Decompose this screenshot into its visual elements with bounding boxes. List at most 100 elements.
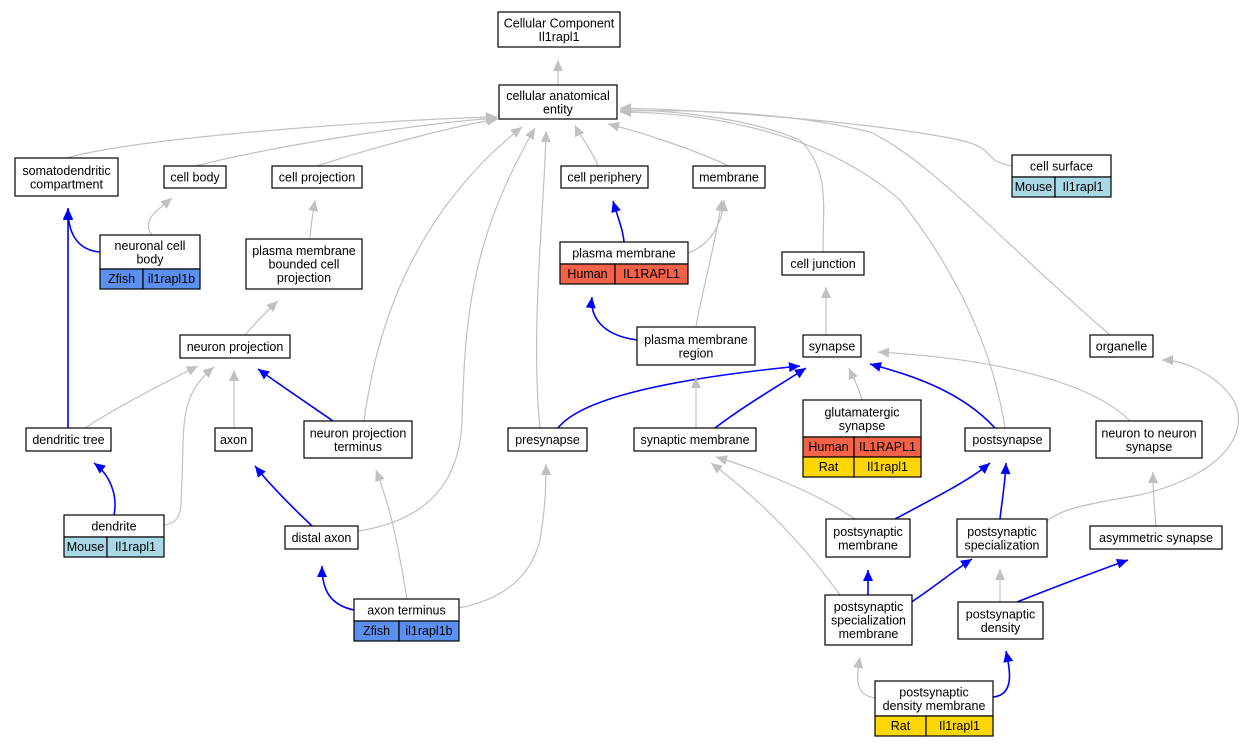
arrowhead-icon bbox=[255, 466, 266, 478]
node-cell-body[interactable]: cell body bbox=[163, 165, 227, 189]
arrowhead-icon bbox=[821, 287, 831, 298]
arrowhead-icon bbox=[960, 559, 972, 570]
edge-neuron-projection-to-plasma-membrane-bounded-cell-projection bbox=[244, 300, 279, 336]
node-label: membrane bbox=[699, 171, 759, 185]
node-label: specialization bbox=[964, 538, 1039, 552]
node-box bbox=[214, 427, 253, 452]
arrowhead-icon bbox=[878, 347, 890, 358]
edge-line bbox=[590, 296, 638, 341]
node-axon[interactable]: axon bbox=[214, 427, 253, 452]
edge-axon-terminus-to-distal-axon bbox=[317, 565, 355, 611]
edge-synapse-to-cell-junction bbox=[821, 287, 831, 335]
node-asymmetric-synapse[interactable]: asymmetric synapse bbox=[1089, 525, 1223, 550]
node-label: cell periphery bbox=[567, 171, 642, 185]
node-label: glutamatergic bbox=[824, 405, 899, 419]
edge-line bbox=[714, 367, 807, 429]
node-box bbox=[636, 326, 756, 366]
edge-membrane-to-cellular-anatomical-entity bbox=[607, 121, 730, 167]
node-synaptic-membrane[interactable]: synaptic membrane bbox=[633, 427, 757, 452]
arrowhead-icon bbox=[1115, 558, 1128, 569]
node-postsynapse[interactable]: postsynapse bbox=[964, 427, 1051, 452]
arrowhead-icon bbox=[1003, 651, 1014, 663]
node-label: specialization bbox=[831, 614, 906, 628]
arrowhead-icon bbox=[510, 127, 522, 138]
node-label: region bbox=[679, 346, 714, 360]
node-label: postsynaptic bbox=[967, 525, 1036, 539]
gene-cell bbox=[106, 536, 165, 558]
gene-cell bbox=[925, 715, 994, 737]
arrowhead-icon bbox=[525, 128, 535, 141]
species-label: Mouse bbox=[1015, 180, 1053, 194]
gene-label: il1rapl1b bbox=[405, 624, 452, 638]
edge-line bbox=[375, 469, 408, 600]
node-presynapse[interactable]: presynapse bbox=[507, 427, 588, 452]
node-cell-periphery[interactable]: cell periphery bbox=[560, 165, 649, 189]
edge-asymmetric-synapse-to-neuron-to-neuron-synapse bbox=[1148, 471, 1158, 527]
node-membrane[interactable]: membrane bbox=[692, 165, 766, 189]
gene-cell bbox=[142, 268, 201, 290]
node-organelle[interactable]: organelle bbox=[1089, 334, 1154, 358]
arrowhead-icon bbox=[978, 463, 990, 474]
species-label: Rat bbox=[891, 719, 911, 733]
node-box bbox=[497, 11, 621, 48]
arrowhead-icon bbox=[541, 464, 551, 475]
node-label: neuron projection bbox=[310, 426, 407, 440]
edge-line bbox=[607, 123, 730, 167]
node-box bbox=[802, 334, 862, 358]
edge-axon-terminus-to-neuron-projection-terminus bbox=[375, 469, 408, 600]
node-label: neuron projection bbox=[187, 340, 284, 354]
node-label: synaptic membrane bbox=[640, 433, 749, 447]
node-label: asymmetric synapse bbox=[1099, 531, 1213, 545]
edge-presynapse-to-cellular-anatomical-entity bbox=[536, 130, 551, 429]
node-distal-axon[interactable]: distal axon bbox=[284, 525, 359, 550]
edge-line bbox=[619, 107, 1013, 167]
edge-cell-body-to-cellular-anatomical-entity bbox=[194, 113, 498, 167]
node-box bbox=[824, 594, 913, 646]
gene-cell bbox=[614, 263, 689, 285]
node-box bbox=[498, 84, 618, 120]
node-label: cellular anatomical bbox=[506, 89, 610, 103]
edge-plasma-membrane-to-cell-periphery bbox=[611, 200, 625, 243]
species-label: Mouse bbox=[67, 540, 105, 554]
edge-organelle-to-cellular-anatomical-entity bbox=[619, 105, 1111, 336]
node-cell-junction[interactable]: cell junction bbox=[781, 251, 865, 276]
edge-line bbox=[194, 117, 498, 167]
edge-postsynaptic-specialization-membrane-to-synaptic-membrane bbox=[710, 462, 841, 596]
edge-line bbox=[1016, 559, 1129, 603]
node-box bbox=[245, 238, 363, 290]
edge-neuronal-cell-body-to-cell-body bbox=[147, 197, 173, 236]
edge-line bbox=[619, 110, 1111, 336]
node-label: synapse bbox=[839, 419, 886, 433]
arrowhead-icon bbox=[202, 367, 214, 378]
edge-line bbox=[869, 363, 996, 429]
node-synapse[interactable]: synapse bbox=[802, 334, 862, 358]
node-neuron-projection[interactable]: neuron projection bbox=[179, 334, 291, 359]
node-dendritic-tree[interactable]: dendritic tree bbox=[25, 427, 112, 452]
node-label: bounded cell bbox=[269, 258, 340, 272]
arrowhead-icon bbox=[620, 107, 631, 117]
node-cell-projection[interactable]: cell projection bbox=[271, 165, 363, 189]
edge-axon-to-neuron-projection bbox=[229, 370, 239, 428]
node-label: Il1rapl1 bbox=[539, 30, 580, 44]
edge-postsynaptic-density-membrane-to-postsynaptic-specialization-membrane bbox=[853, 656, 876, 699]
node-box bbox=[163, 165, 227, 189]
